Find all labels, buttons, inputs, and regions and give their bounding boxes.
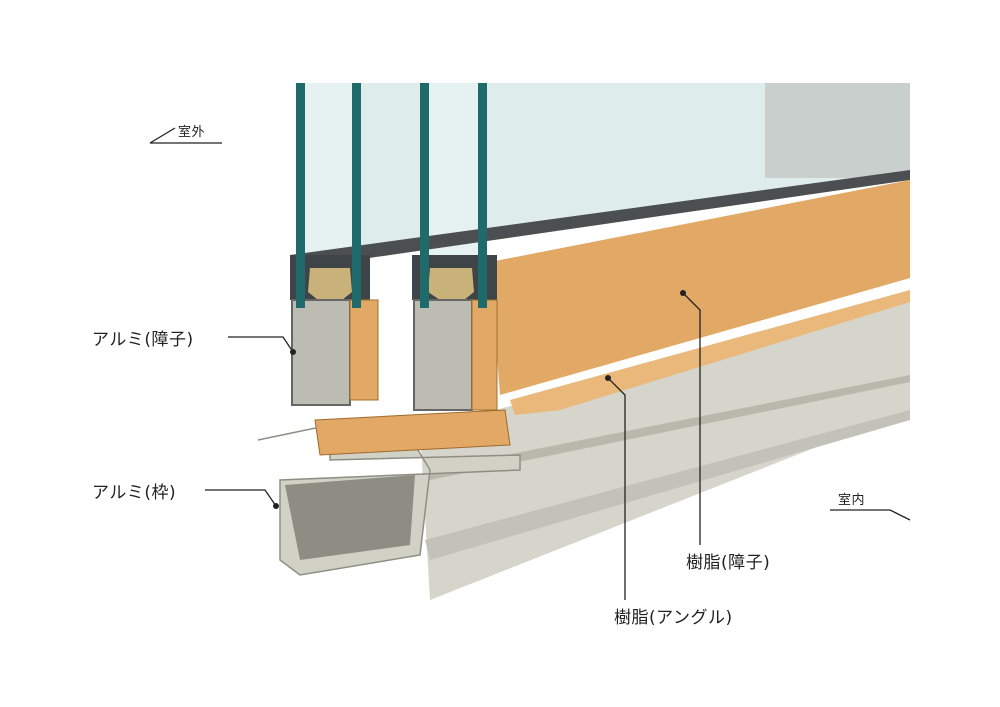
frame-cavity <box>285 475 415 560</box>
label-aluminum-sash: アルミ(障子) <box>92 330 194 350</box>
sash-top-edge <box>290 170 910 268</box>
resin-sash-section-2 <box>471 299 498 411</box>
label-resin-angle: 樹脂(アングル) <box>614 608 733 628</box>
label-resin-sash: 樹脂(障子) <box>686 553 771 573</box>
resin-angle-section <box>314 409 511 456</box>
aluminum-sash-section-1 <box>291 299 351 406</box>
label-indoor: 室内 <box>838 493 866 508</box>
label-aluminum-frame: アルミ(枠) <box>92 483 177 503</box>
leader-dots <box>273 290 686 509</box>
aluminum-sash-section-2 <box>413 299 473 411</box>
glass-spacer <box>478 83 487 308</box>
label-outdoor: 室外 <box>178 125 206 140</box>
glass-spacer <box>296 83 305 308</box>
frame-groove <box>430 375 910 480</box>
glass-pane-1 <box>300 83 358 263</box>
resin-sash <box>490 180 910 395</box>
frame-groove <box>425 410 910 560</box>
resin-sash-section-1 <box>349 299 379 401</box>
glass-spacer <box>352 83 361 308</box>
leader-lines <box>149 127 911 600</box>
resin-angle <box>510 290 910 415</box>
glass-spacer <box>420 83 429 308</box>
desiccant-spacer <box>428 268 474 300</box>
desiccant-spacer <box>308 268 352 300</box>
screen-panel <box>765 83 910 178</box>
